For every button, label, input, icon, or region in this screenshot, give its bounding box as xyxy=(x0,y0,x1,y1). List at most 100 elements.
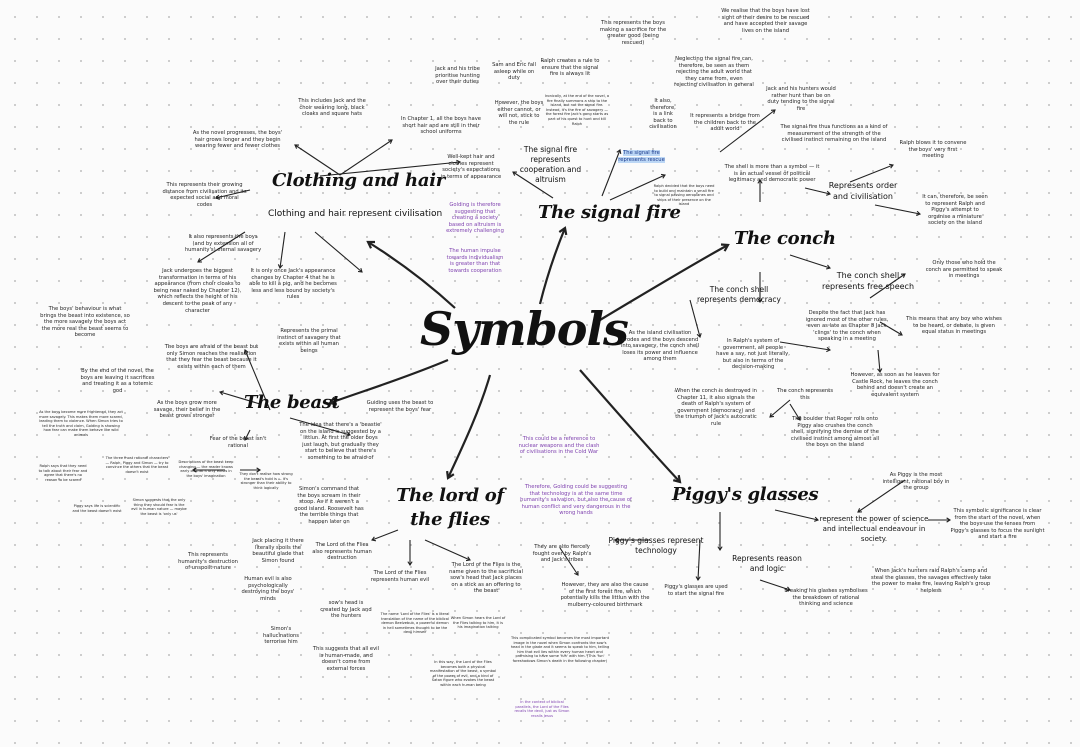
arrowhead xyxy=(277,264,284,270)
note-jack-raid: When Jack's hunters raid Ralph's camp an… xyxy=(871,568,991,594)
note-equal-status: This means that any boy who wishes to be… xyxy=(906,316,1002,336)
connector-arrow xyxy=(512,171,554,199)
note-ralph-government: In Ralph's system of government, all peo… xyxy=(716,338,790,371)
note-lost-sight: We realise that the boys have lost sight… xyxy=(721,8,810,34)
note-ralph-talk: Ralph says that they need to talk about … xyxy=(38,464,88,482)
arrowhead xyxy=(512,171,518,176)
note-sam-eric: Sam and Eric fall asleep while on duty xyxy=(492,62,536,82)
arrow-to-lord-flies xyxy=(447,374,492,479)
note-jack-tribe: Jack and his tribe prioritise hunting ov… xyxy=(435,66,480,86)
note-simon-realisation: The boys are afraid of the beast but onl… xyxy=(164,344,259,370)
note-measurement: The signal fire thus functions as a kind… xyxy=(780,124,888,144)
note-name-given: The Lord of the Flies is the name given … xyxy=(449,562,523,595)
note-boulder: The boulder that Roger rolls onto Piggy … xyxy=(790,416,880,449)
note-first-forest-fire: However, they are also the cause of the … xyxy=(560,582,650,608)
connector-arrow xyxy=(219,391,261,405)
note-simon-hears: When Simon hears the Lord of the Flies t… xyxy=(450,616,506,630)
center-title: Symbols xyxy=(420,302,629,356)
note-represents-rescue: The signal fire represents rescue xyxy=(618,150,665,163)
clothing-hair-subtitle: Clothing and hair represent civilisation xyxy=(268,209,443,219)
arrowhead xyxy=(826,346,832,353)
heading-conch: The conch xyxy=(734,228,836,249)
note-simon-only-us: Simon suggests that the only thing they … xyxy=(131,498,187,516)
note-ralph-rule: Ralph creates a rule to ensure that the … xyxy=(540,58,600,78)
note-beast-fear: Guiding uses the beast to represent the … xyxy=(366,400,434,413)
note-cannot-stick: However, the boys either cannot, or will… xyxy=(494,100,544,126)
note-totemic-god: By the end of the novel, the boys are le… xyxy=(80,368,155,394)
arrowhead xyxy=(366,240,376,249)
note-human-evil: The Lord of the Flies represents human e… xyxy=(370,570,430,583)
arrowhead xyxy=(814,516,819,522)
arrowhead xyxy=(785,586,791,592)
arrowhead xyxy=(243,349,249,355)
arrowhead xyxy=(660,173,666,179)
arrowhead xyxy=(825,264,831,270)
arrowhead xyxy=(191,467,197,473)
connector-arrow xyxy=(215,189,251,199)
connector-arrow xyxy=(849,164,894,183)
arrow-to-clothing xyxy=(367,241,456,309)
note-technology-salvation: Therefore, Golding could be suggesting t… xyxy=(520,484,632,517)
arrowhead xyxy=(946,517,952,523)
arrowhead xyxy=(877,368,883,374)
arrow-to-signal-fire xyxy=(538,227,567,305)
signal-fire-subtitle: The signal fire represents cooperation a… xyxy=(519,145,582,184)
note-humanity-destruction: This represents humanity's destruction o… xyxy=(178,552,238,572)
note-most-intelligent: As Piggy is the most intelligent, ration… xyxy=(882,472,950,492)
arrowhead xyxy=(900,273,906,278)
arrowhead xyxy=(616,149,622,155)
connector-arrow xyxy=(244,349,271,411)
note-complicated-symbol: This complicated symbol becomes the most… xyxy=(510,636,610,663)
connector-arrow xyxy=(279,231,286,269)
arrowhead xyxy=(465,556,471,562)
connector-arrow xyxy=(424,539,471,561)
connector-arrow xyxy=(314,231,363,273)
note-hallucinations: Simon's hallucinations terrorise him xyxy=(262,626,300,646)
arrow-to-piggy xyxy=(579,369,681,483)
note-golding-altruism: Golding is therefore suggesting that cre… xyxy=(446,202,504,235)
note-fiercely-fought: They are also fiercely fought over by Ra… xyxy=(532,544,592,564)
note-choir-cloaks: This includes Jack and the choir wearing… xyxy=(298,98,366,118)
heading-piggy-glasses: Piggy's glasses xyxy=(672,484,819,505)
connector-arrow xyxy=(697,539,701,581)
note-first-meeting: Ralph blows it to convene the boys' very… xyxy=(899,140,967,160)
arrowhead xyxy=(857,508,863,513)
note-start-signal-fire: Piggy's glasses are used to start the si… xyxy=(664,584,728,597)
note-miniature-society: It can, therefore, be seen to represent … xyxy=(922,194,988,227)
note-stronger-logic: They don't realise how strong the beast'… xyxy=(239,472,293,490)
note-piggy-scientific: Piggy says life is scientific and the be… xyxy=(72,504,122,513)
note-sows-head: sow's head is created by Jack and the hu… xyxy=(320,600,372,620)
note-beelzebub: The name 'Lord of the Flies' is a litera… xyxy=(380,612,450,635)
note-eternal-savagery: It also represents the boys (and by exte… xyxy=(184,234,262,254)
arrowhead xyxy=(757,298,763,304)
heading-signal-fire: The signal fire xyxy=(538,202,681,223)
arrowhead xyxy=(672,474,682,484)
arrowhead xyxy=(219,390,224,396)
connector-arrow xyxy=(789,403,801,421)
conch-order-note: Represents order and civilisation xyxy=(828,181,898,201)
arrowhead xyxy=(769,413,775,418)
note-castle-rock: However, as soon as he leaves for Castle… xyxy=(850,372,940,398)
connector-arrow xyxy=(879,321,903,336)
connector-arrow xyxy=(804,187,831,195)
note-frightened: As the boys become more frightened, they… xyxy=(39,410,123,437)
note-simon-command: Simon's command that the boys scream in … xyxy=(294,486,364,525)
note-chapter-one: In Chapter 1, all the boys have short ha… xyxy=(401,116,481,136)
note-jack-transformation: Jack undergoes the biggest transformatio… xyxy=(153,268,242,314)
note-primal-instinct: Represents the primal instinct of savage… xyxy=(277,328,341,354)
connector-arrow xyxy=(857,479,906,513)
arrow-to-conch xyxy=(599,244,729,321)
connector-arrow xyxy=(339,139,393,176)
arrowhead xyxy=(888,163,894,169)
connector-arrow xyxy=(601,149,621,197)
arrowhead xyxy=(215,194,220,200)
connector-arrow xyxy=(759,579,791,591)
arrow-to-beast xyxy=(329,358,449,405)
note-well-kept: Well-kept hair and clothes represent soc… xyxy=(440,154,502,180)
connector-arrow xyxy=(789,254,831,269)
connector-arrow xyxy=(774,509,819,521)
arrowhead xyxy=(387,139,393,144)
piggy-technology-note: Piggy's glasses represent technology xyxy=(608,536,704,555)
piggy-science-note: represent the power of science and intel… xyxy=(819,515,929,543)
